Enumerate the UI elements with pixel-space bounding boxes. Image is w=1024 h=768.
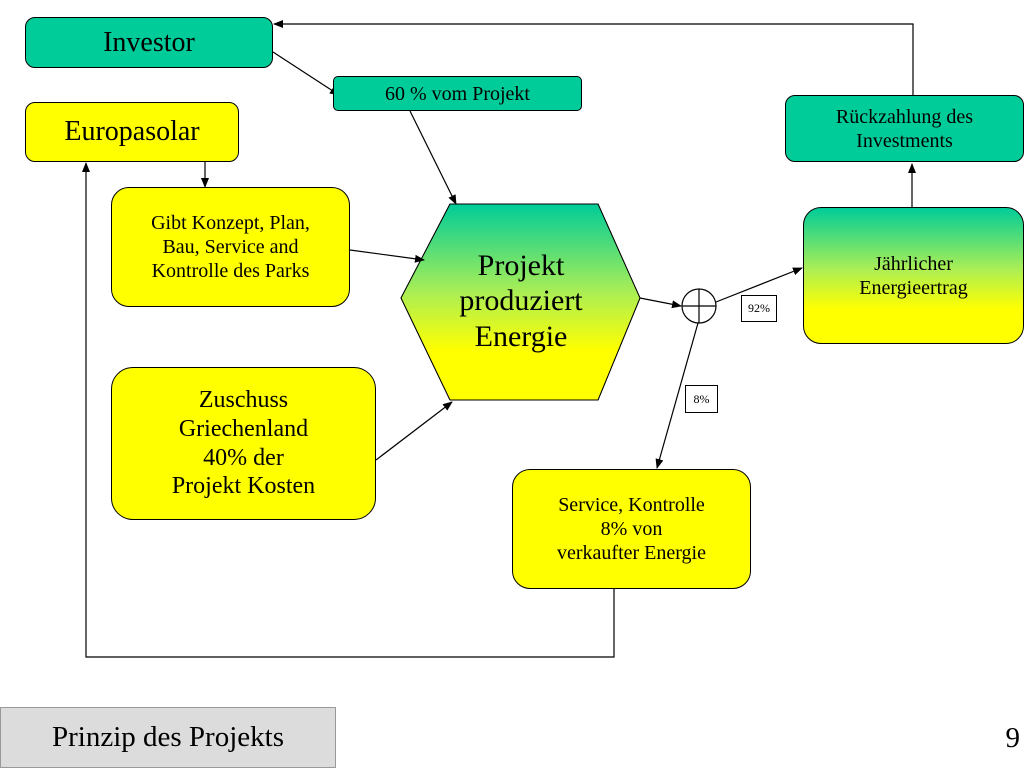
rueckzahlung-label: Rückzahlung des Investments [835,105,974,152]
ertrag-box: Jährlicher Energieertrag [803,207,1024,344]
service-box: Service, Kontrolle 8% von verkaufter Ene… [512,469,751,589]
arrow-investor-to-share [272,51,340,96]
arrow-konzept-to-projekt [349,249,425,263]
share-box: 60 % vom Projekt [333,76,582,111]
arrow-split-to-service [655,322,699,469]
page-number: 9 [1005,722,1021,754]
eight-percent-tag: 8% [685,385,718,413]
slide-title: Prinzip des Projekts [0,707,336,768]
arrow-projekt-to-split [639,297,682,309]
zuschuss-label: Zuschuss Griechenland 40% der Projekt Ko… [171,386,316,500]
arrow-rueckzahlung-to-investor [273,20,914,95]
rueckzahlung-box: Rückzahlung des Investments [785,95,1024,162]
service-label: Service, Kontrolle 8% von verkaufter Ene… [557,494,706,564]
zuschuss-box: Zuschuss Griechenland 40% der Projekt Ko… [111,367,376,520]
investor-box: Investor [25,17,273,68]
konzept-box: Gibt Konzept, Plan, Bau, Service and Kon… [111,187,350,307]
europasolar-box: Europasolar [25,102,239,162]
europasolar-label: Europasolar [64,116,200,148]
arrow-service-to-europasolar [82,162,615,658]
share-label: 60 % vom Projekt [385,82,530,105]
eight-percent-label: 8% [693,391,710,406]
arrow-split-to-ertrag [715,267,803,303]
konzept-label: Gibt Konzept, Plan, Bau, Service and Kon… [151,212,310,282]
investor-label: Investor [103,26,195,58]
slide-title-text: Prinzip des Projekts [52,721,284,753]
projekt-label: Projekt produziert Energie [459,249,583,353]
arrow-zuschuss-to-projekt [375,401,453,461]
arrow-share-to-projekt [409,110,457,205]
ninety-two-percent-tag: 92% [741,295,777,322]
ertrag-label: Jährlicher Energieertrag [859,252,968,299]
ninety-two-percent-label: 92% [748,301,770,315]
split-node [681,288,717,324]
